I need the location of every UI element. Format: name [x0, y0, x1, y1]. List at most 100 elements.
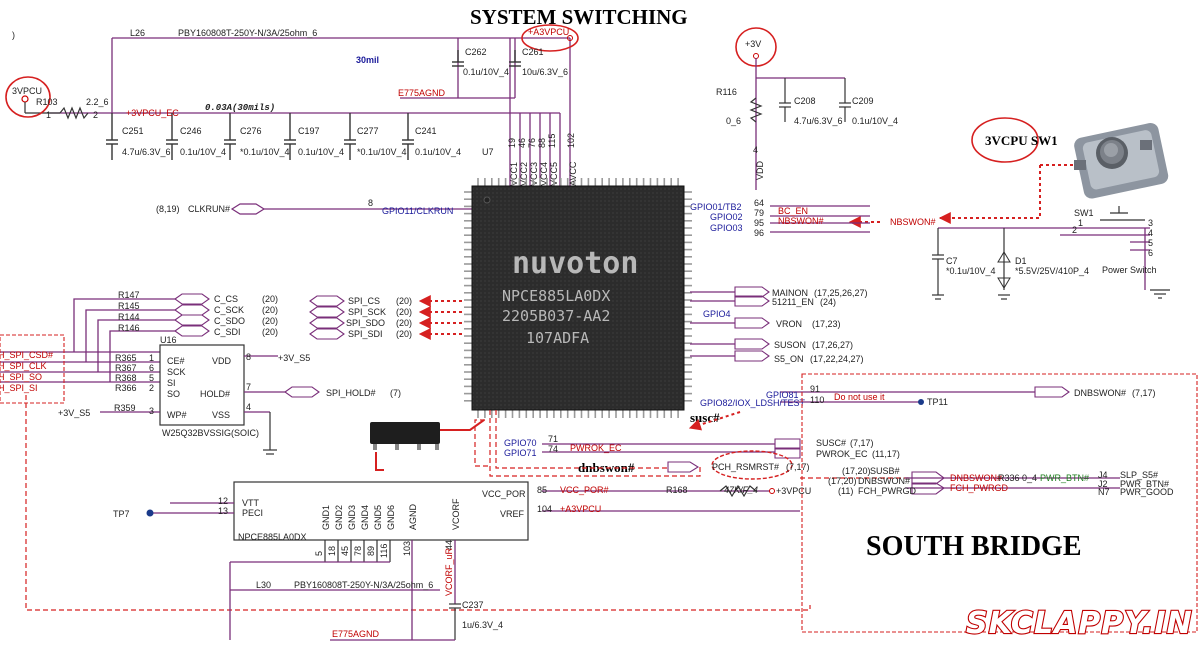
svg-text:GND2: GND2: [334, 505, 344, 530]
svg-text:44: 44: [444, 540, 454, 550]
r116-value: 0_6: [726, 116, 741, 126]
vron: VRON: [776, 319, 802, 329]
annot-box-h-spi: [0, 334, 65, 404]
susc-ref: (7,17): [850, 438, 874, 448]
h-spi-csd: H_SPI_CSD#: [0, 350, 53, 360]
c241: C241: [415, 126, 437, 136]
c261-value: 10u/6.3V_6: [522, 67, 568, 77]
corner-mark: ): [12, 30, 15, 40]
c7-value: *0.1u/10V_4: [946, 266, 996, 276]
clkrun-ref: (8,19): [156, 204, 180, 214]
ref20-h: (20): [396, 329, 412, 339]
ref20-c: (20): [262, 316, 278, 326]
svg-text:76: 76: [527, 138, 537, 148]
sb-susb: SUSB#: [870, 466, 900, 476]
w25-v3s5: +3V_S5: [278, 353, 310, 363]
pwr-btn-right: PWR_BTN#: [1120, 479, 1169, 489]
r365: R365: [115, 353, 137, 363]
sw1-pin2: 2: [1072, 225, 1077, 235]
annot-circle-pch: [711, 450, 793, 480]
spi-hold: SPI_HOLD#: [326, 388, 376, 398]
c208: C208: [794, 96, 816, 106]
sb-dnbswon-r: DNBSWON#: [950, 473, 1002, 483]
v3s5-left: +3V_S5: [58, 408, 90, 418]
pwr-good: PWR_GOOD: [1120, 487, 1174, 497]
c-sck: C_SCK: [214, 305, 244, 315]
r168: R168: [666, 485, 688, 495]
pin74: 74: [548, 444, 558, 454]
vcc-por-pin: 85: [537, 485, 547, 495]
sw-photo-label: 3VCPU SW1: [985, 133, 1058, 148]
c262-value: 0.1u/10V_4: [463, 67, 509, 77]
w25-vss-pin: 4: [246, 402, 251, 412]
c-sdi: C_SDI: [214, 327, 241, 337]
svg-text:GND3: GND3: [347, 505, 357, 530]
south-bridge-wires: [905, 471, 1120, 495]
c237: C237: [462, 600, 484, 610]
c246-value: 0.1u/10V_4: [180, 147, 226, 157]
sb-fch-r: FCH_PWRGD: [950, 483, 1008, 493]
spi-cs: SPI_CS: [348, 296, 380, 306]
r145: R145: [118, 301, 140, 311]
power-enable-outputs: [690, 286, 770, 362]
annot-box-south-bridge: [801, 373, 1198, 633]
gpio81-pin: 91: [810, 384, 820, 394]
susc: SUSC#: [816, 438, 846, 448]
u16: U16: [160, 335, 177, 345]
sb-fch: FCH_PWRGD: [858, 486, 916, 496]
r146: R146: [118, 323, 140, 333]
slp-s5: SLP_S5#: [1120, 470, 1158, 480]
spi-sdo: SPI_SDO: [346, 318, 385, 328]
svg-text:88: 88: [537, 138, 547, 148]
chip-date: 107ADFA: [526, 329, 589, 347]
c237-value: 1u/6.3V_4: [462, 620, 503, 630]
sw1-pin5: 5: [1148, 238, 1153, 248]
spi-resistor-wires: [0, 298, 175, 383]
en51211-ref: (24): [820, 297, 836, 307]
vcorf-net: VCORF_uR: [444, 547, 454, 596]
bc-en: BC_EN: [778, 206, 808, 216]
pch-rsmrst: PCH_RSMRST#: [712, 462, 779, 472]
title-system-switching: SYSTEM SWITCHING: [470, 5, 688, 29]
v3vpcu-right: +3VPCU: [776, 486, 811, 496]
r336: R336: [998, 473, 1020, 483]
j2: J2: [1098, 479, 1108, 489]
c197: C197: [298, 126, 320, 136]
n7: N7: [1098, 487, 1110, 497]
svg-text:VCC4: VCC4: [539, 162, 549, 186]
sb-refs-a2: (17,20): [828, 476, 857, 486]
dnbswon-right: DNBSWON#: [1074, 388, 1126, 398]
vron-ref: (17,23): [812, 319, 841, 329]
title-south-bridge: SOUTH BRIDGE: [866, 531, 1082, 562]
svg-text:89: 89: [366, 546, 376, 556]
pch-ref: (7,17): [786, 462, 810, 472]
l26-part: PBY160808T-250Y-N/3A/25ohm_6: [178, 28, 317, 38]
sw1-symbol: [1060, 206, 1170, 299]
c208-value: 4.7u/6.3V_6: [794, 116, 843, 126]
sb-refs-a: (17,20): [842, 466, 871, 476]
mainon-ref: (17,25,26,27): [814, 288, 868, 298]
vcc-pin-names: VCC1 VCC2 VCC3 VCC4 VCC5 AVCC: [509, 161, 578, 186]
e775agnd-top: E775AGND: [398, 88, 446, 98]
h-spi-so: H_SPI_SO: [0, 372, 42, 382]
r336-value: 0_4: [1022, 473, 1037, 483]
ref20-f: (20): [396, 307, 412, 317]
pch-connector: [667, 461, 700, 473]
svg-text:5: 5: [314, 551, 324, 556]
ref20-d: (20): [262, 327, 278, 337]
pin71: 71: [548, 434, 558, 444]
gpio03-pin: 95: [754, 218, 764, 228]
watermark: SKCLAPPY.IN: [966, 606, 1193, 641]
vpcu3-test-point: [21, 95, 29, 103]
c251: C251: [122, 126, 144, 136]
w25-hold-pin: 7: [246, 382, 251, 392]
peci: PECI: [242, 508, 263, 518]
c197-value: 0.1u/10V_4: [298, 147, 344, 157]
sb-refs-b: (11): [838, 486, 853, 496]
sw1-label: SW1: [1074, 208, 1094, 218]
ref20-g: (20): [396, 318, 412, 328]
c246: C246: [180, 126, 202, 136]
annot-circle-a3vpcu: [521, 24, 579, 52]
c262: C262: [465, 47, 487, 57]
vpcu-ec-net: +3VPCU_EC: [126, 108, 179, 118]
